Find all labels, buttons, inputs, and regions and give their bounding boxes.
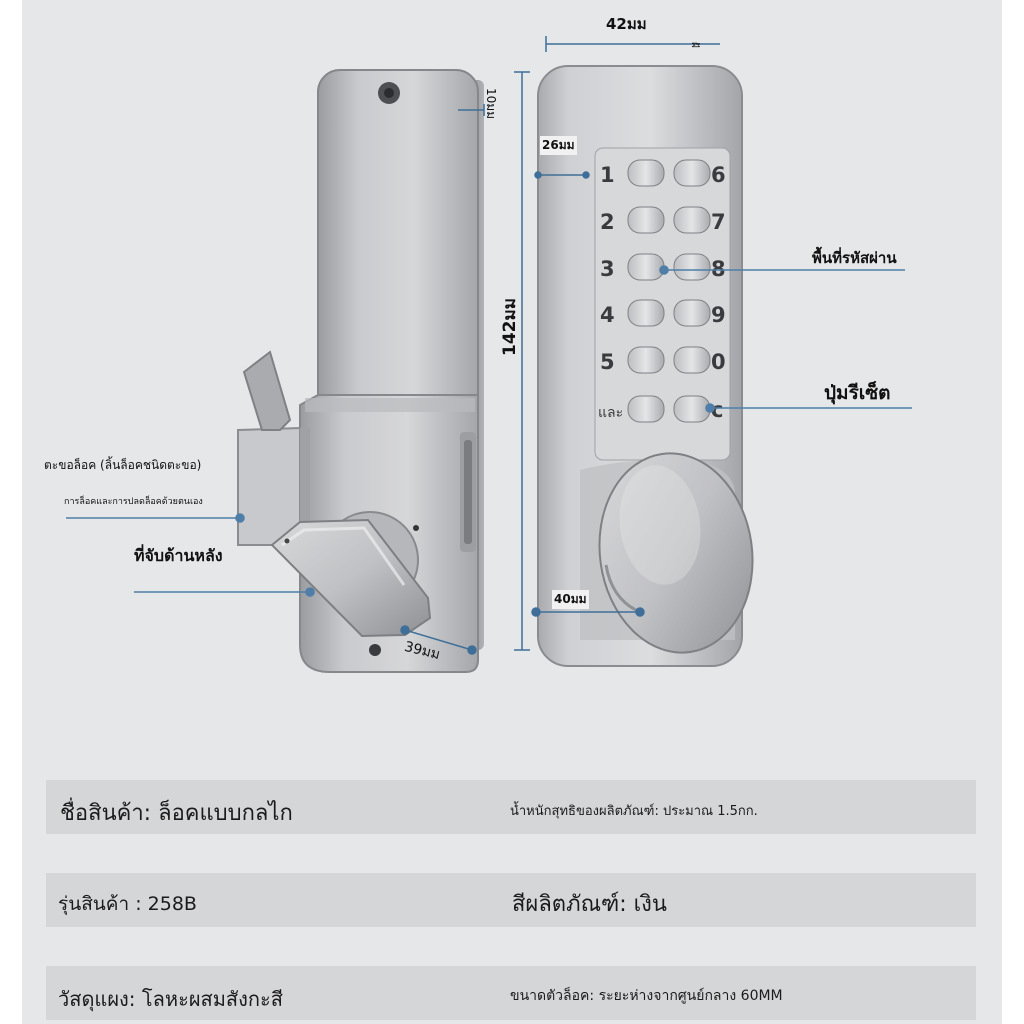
back-unit [237, 69, 484, 673]
key-label-1: 1 [600, 163, 615, 187]
spec-product-name: ชื่อสินค้า: ล็อคแบบกลไก [60, 801, 293, 826]
key-label-9: 9 [711, 303, 726, 327]
label-password-area: พื้นที่รหัสผ่าน [812, 249, 897, 267]
spec-model: รุ่นสินค้า : 258B [58, 893, 197, 915]
keypad-labels: 1 2 3 4 5 และ 6 7 8 9 0 c [598, 163, 726, 422]
label-hook-lock-sub: การล็อคและการปลดล็อคด้วยตนเอง [64, 497, 203, 507]
spec-size: ขนาดตัวล็อค: ระยะห่างจากศูนย์กลาง 60MM [510, 988, 783, 1004]
key-label-and: และ [598, 405, 623, 421]
key-label-0: 0 [711, 350, 726, 374]
key-label-2: 2 [600, 210, 615, 234]
key-label-5: 5 [600, 350, 615, 374]
dim-mark-top-right: ฝั [689, 42, 700, 48]
spec-row-1 [46, 780, 976, 834]
background-panel [22, 0, 1002, 1024]
key-label-c: c [711, 398, 723, 422]
dimension-lines [400, 36, 720, 655]
spec-row-3 [46, 966, 976, 1020]
dim-width-mid: 26มม [540, 136, 577, 155]
keypad-buttons [627, 159, 711, 423]
key-label-8: 8 [711, 257, 726, 281]
callout-lines [66, 265, 912, 597]
key-label-7: 7 [711, 210, 726, 234]
label-back-handle: ที่จับด้านหลัง [134, 546, 223, 565]
spec-net-weight: น้ำหนักสุทธิของผลิตภัณฑ์: ประมาณ 1.5กก. [510, 804, 758, 819]
key-label-6: 6 [711, 163, 726, 187]
dim-depth-top: 10มม [484, 88, 498, 120]
spec-row-2 [46, 873, 976, 927]
key-label-4: 4 [600, 303, 615, 327]
key-label-3: 3 [600, 257, 615, 281]
dim-knob: 40มม [552, 590, 589, 609]
label-reset-button: ปุ่มรีเซ็ต [824, 382, 891, 404]
lock-illustration: 1 2 3 4 5 และ 6 7 8 9 0 c [66, 36, 912, 673]
spec-material: วัสดุแผง: โลหะผสมสังกะสี [58, 987, 283, 1011]
dim-width-top: 42มม [606, 15, 647, 33]
label-hook-lock: ตะขอล็อค (ลิ้นล็อคชนิดตะขอ) [44, 458, 202, 472]
spec-color: สีผลิตภัณฑ์: เงิน [512, 892, 667, 917]
dim-height: 142มม [500, 298, 520, 356]
